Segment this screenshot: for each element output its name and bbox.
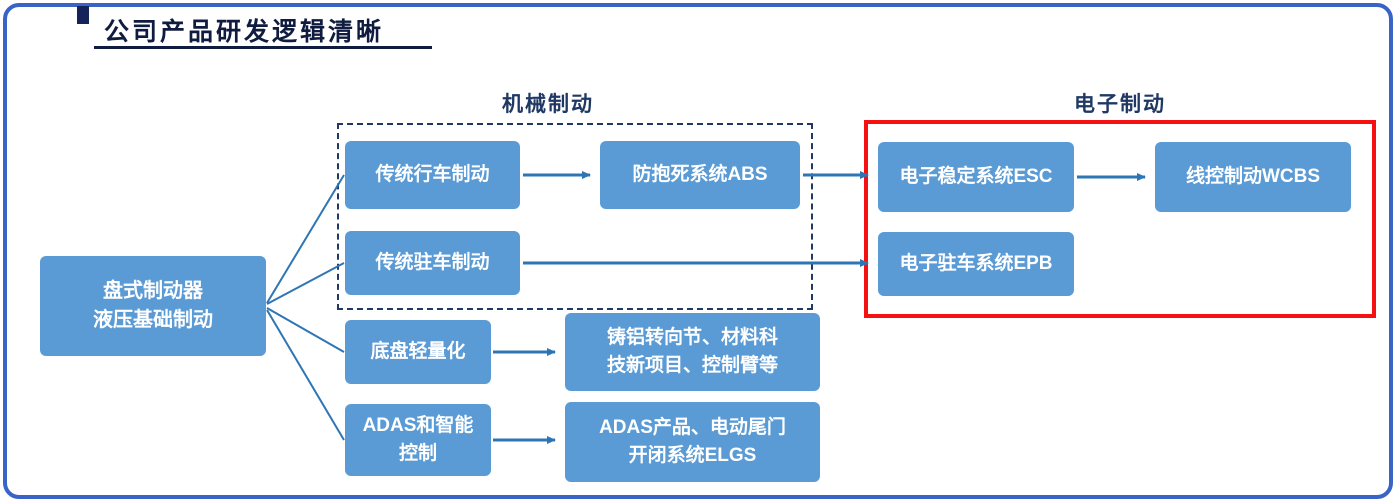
title-underline: [94, 46, 432, 49]
connector-root-adas: [266, 309, 345, 441]
node-esc: 电子稳定系统ESC: [878, 142, 1074, 212]
node-adas-control: ADAS和智能 控制: [345, 404, 491, 476]
title-tick-mark: [77, 6, 89, 24]
page-title: 公司产品研发逻辑清晰: [104, 19, 385, 46]
node-casting-products: 铸铝转向节、材料科 技新项目、控制臂等: [565, 313, 820, 391]
node-epb: 电子驻车系统EPB: [878, 232, 1074, 296]
section-label-mechanical: 机械制动: [502, 92, 594, 116]
connector-root-parking: [266, 262, 345, 305]
node-abs: 防抱死系统ABS: [600, 141, 800, 209]
section-label-electronic: 电子制动: [1074, 92, 1166, 116]
node-parking-brake: 传统驻车制动: [345, 231, 520, 295]
connector-root-service: [266, 174, 345, 304]
connector-root-chassis: [266, 307, 345, 353]
node-service-brake: 传统行车制动: [345, 141, 520, 209]
electronic-group-highlight: [864, 120, 1376, 318]
node-adas-products: ADAS产品、电动尾门 开闭系统ELGS: [565, 402, 820, 482]
node-disc-brake-root: 盘式制动器 液压基础制动: [40, 256, 266, 356]
node-chassis-lightweight: 底盘轻量化: [345, 320, 491, 384]
node-wcbs: 线控制动WCBS: [1155, 142, 1351, 212]
